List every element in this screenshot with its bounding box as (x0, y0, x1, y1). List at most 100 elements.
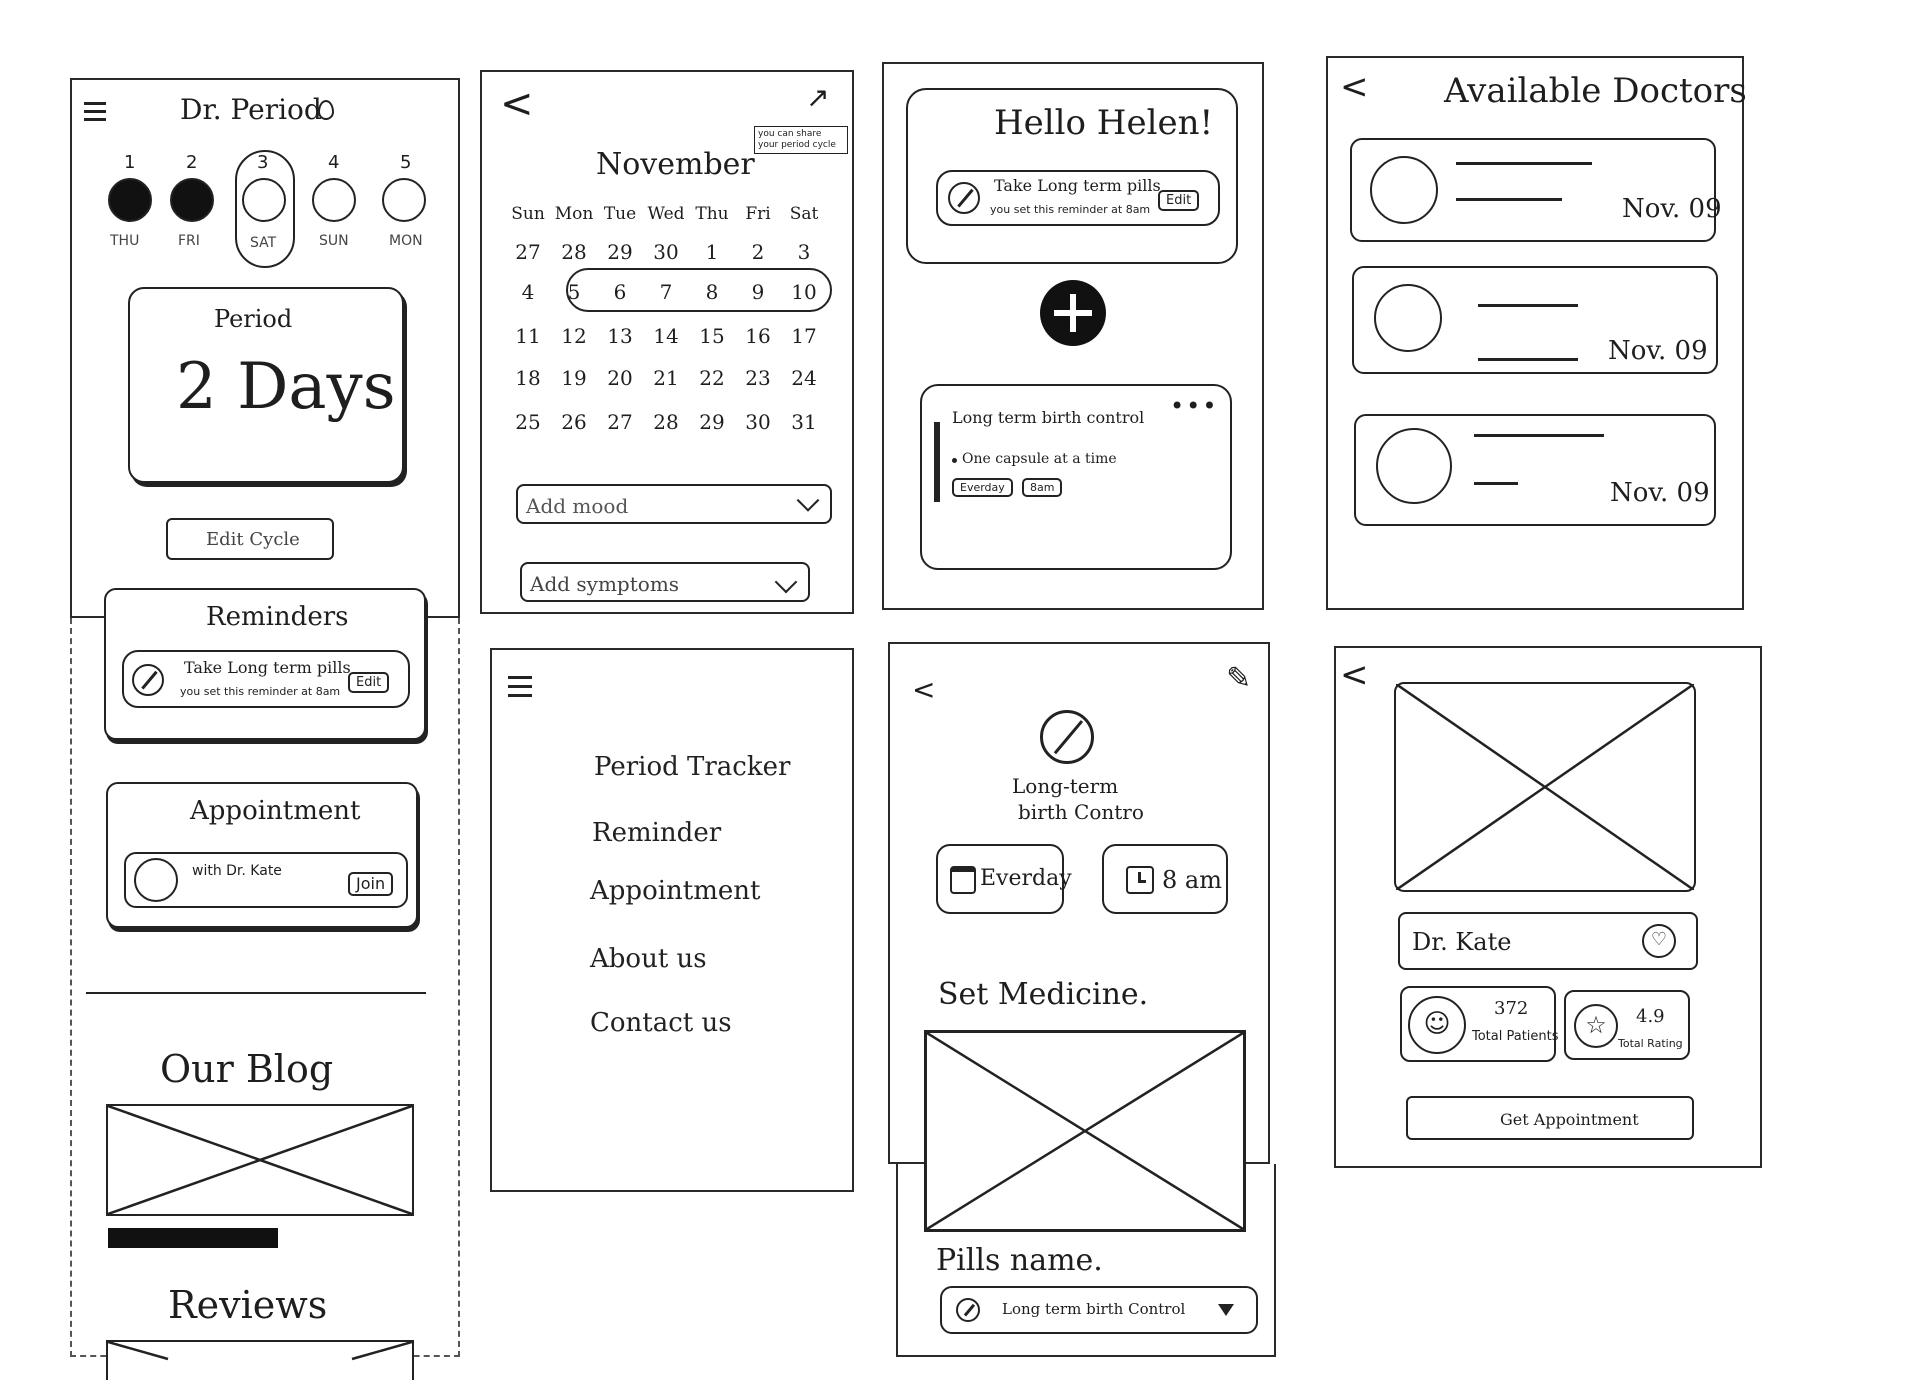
calendar-day[interactable]: 16 (745, 324, 771, 348)
get-appointment-button[interactable]: Get Appointment (1406, 1096, 1694, 1140)
back-arrow-icon[interactable]: < (1340, 655, 1369, 695)
greeting-text: Hello Helen! (994, 103, 1214, 143)
weekday-label: Sat (789, 204, 819, 224)
pills-name-dropdown[interactable]: Long term birth Control (940, 1286, 1258, 1334)
reminder-edit-button[interactable]: Edit (1158, 190, 1200, 211)
back-arrow-icon[interactable]: < (1340, 67, 1369, 107)
reviews-title: Reviews (168, 1283, 328, 1327)
calendar-day[interactable]: 1 (705, 240, 719, 264)
calendar-day[interactable]: 17 (791, 324, 817, 348)
hamburger-icon[interactable] (84, 100, 106, 124)
reminder-title: Take Long term pills (994, 176, 1161, 195)
menu-item-period-tracker[interactable]: Period Tracker (594, 752, 791, 782)
menu-item-about-us[interactable]: About us (590, 944, 707, 974)
add-symptoms-dropdown[interactable]: Add symptoms (520, 562, 810, 602)
calendar-day[interactable]: 4 (521, 280, 535, 304)
weekday-label: Fri (745, 204, 771, 224)
doctor-card[interactable]: Nov. 09 (1352, 266, 1718, 374)
calendar-day[interactable]: 13 (607, 324, 633, 348)
calendar-day[interactable]: 12 (561, 324, 587, 348)
hamburger-icon[interactable] (508, 674, 532, 700)
doctor-spec-line (1456, 198, 1562, 201)
calendar-day[interactable]: 3 (797, 240, 811, 264)
calendar-day[interactable]: 11 (515, 324, 541, 348)
calendar-day[interactable]: 15 (699, 324, 725, 348)
weekday-label: Tue (603, 204, 637, 224)
reminder-sub: you set this reminder at 8am (180, 685, 341, 698)
pill-icon (948, 182, 980, 214)
calendar-day[interactable]: 27 (607, 410, 633, 434)
calendar-day[interactable]: 24 (791, 366, 817, 390)
edit-cycle-label: Edit Cycle (206, 529, 300, 550)
calendar-day[interactable]: 8 (705, 280, 719, 304)
add-button[interactable] (1040, 280, 1106, 346)
medication-card[interactable]: Long term birth control ••• One capsule … (920, 384, 1232, 570)
back-arrow-icon[interactable]: < (500, 81, 534, 127)
rating-value: 4.9 (1636, 1006, 1665, 1027)
calendar-day[interactable]: 26 (561, 410, 587, 434)
menu-item-contact-us[interactable]: Contact us (590, 1008, 732, 1038)
review-image-placeholder[interactable] (106, 1340, 414, 1380)
calendar-day[interactable]: 2 (751, 240, 765, 264)
calendar-day[interactable]: 21 (653, 366, 679, 390)
reminder-sub: you set this reminder at 8am (990, 203, 1151, 216)
day-dot-mon[interactable] (382, 178, 426, 222)
medication-detail: One capsule at a time (962, 451, 1117, 467)
appointment-item[interactable]: with Dr. Kate Join (124, 852, 408, 908)
calendar-day[interactable]: 30 (653, 240, 679, 264)
doctor-name-bar: Dr. Kate ♡ (1398, 912, 1698, 970)
share-icon[interactable]: ↗ (806, 81, 830, 114)
doctor-card[interactable]: Nov. 09 (1350, 138, 1722, 242)
calendar-day[interactable]: 28 (561, 240, 587, 264)
back-arrow-icon[interactable]: < (912, 673, 936, 706)
menu-item-reminder[interactable]: Reminder (592, 818, 722, 848)
medicine-scroll-area (896, 1164, 1276, 1357)
more-options-icon[interactable]: ••• (1170, 392, 1219, 420)
drop-icon (318, 100, 334, 120)
doctor-spec-line (1478, 358, 1578, 361)
appointment-with: with Dr. Kate (192, 863, 282, 879)
calendar-day[interactable]: 14 (653, 324, 679, 348)
share-note: you can share your period cycle (754, 126, 848, 154)
medicine-name-line1: Long-term (1012, 774, 1119, 798)
calendar-day[interactable]: 5 (567, 280, 581, 304)
calendar-day[interactable]: 6 (613, 280, 627, 304)
day-label: SAT (250, 235, 277, 251)
day-dot-sat[interactable] (242, 178, 286, 222)
day-dot-fri[interactable] (170, 178, 214, 222)
day-dot-sun[interactable] (312, 178, 356, 222)
calendar-day[interactable]: 29 (607, 240, 633, 264)
calendar-day[interactable]: 9 (751, 280, 765, 304)
calendar-day[interactable]: 19 (561, 366, 587, 390)
time-button[interactable]: 8 am (1102, 844, 1228, 914)
reminder-item[interactable]: Take Long term pills you set this remind… (936, 170, 1220, 226)
calendar-day[interactable]: 20 (607, 366, 633, 390)
calendar-day[interactable]: 22 (699, 366, 725, 390)
calendar-day[interactable]: 25 (515, 410, 541, 434)
calendar-day[interactable]: 23 (745, 366, 771, 390)
frequency-tag: Everday (952, 478, 1013, 497)
favorite-heart-icon[interactable]: ♡ (1642, 924, 1676, 958)
add-mood-label: Add mood (526, 494, 629, 518)
calendar-day[interactable]: 27 (515, 240, 541, 264)
get-appointment-label: Get Appointment (1500, 1110, 1639, 1129)
edit-cycle-button[interactable]: Edit Cycle (166, 518, 334, 560)
doctor-card[interactable]: Nov. 09 (1354, 414, 1716, 526)
calendar-day[interactable]: 28 (653, 410, 679, 434)
reminder-item[interactable]: Take Long term pills you set this remind… (122, 650, 410, 708)
medicine-image-placeholder[interactable] (924, 1030, 1246, 1232)
day-dot-thu[interactable] (108, 178, 152, 222)
calendar-day[interactable]: 7 (659, 280, 673, 304)
join-button[interactable]: Join (348, 872, 394, 896)
calendar-day[interactable]: 18 (515, 366, 541, 390)
reminder-edit-button[interactable]: Edit (348, 672, 390, 693)
frequency-button[interactable]: Everday (936, 844, 1072, 914)
calendar-day[interactable]: 30 (745, 410, 771, 434)
add-mood-dropdown[interactable]: Add mood (516, 484, 832, 524)
menu-item-appointment[interactable]: Appointment (590, 876, 761, 906)
calendar-day[interactable]: 10 (791, 280, 817, 304)
pencil-icon[interactable]: ✎ (1226, 661, 1252, 696)
calendar-day[interactable]: 29 (699, 410, 725, 434)
blog-image-placeholder[interactable] (106, 1104, 414, 1216)
calendar-day[interactable]: 31 (791, 410, 817, 434)
